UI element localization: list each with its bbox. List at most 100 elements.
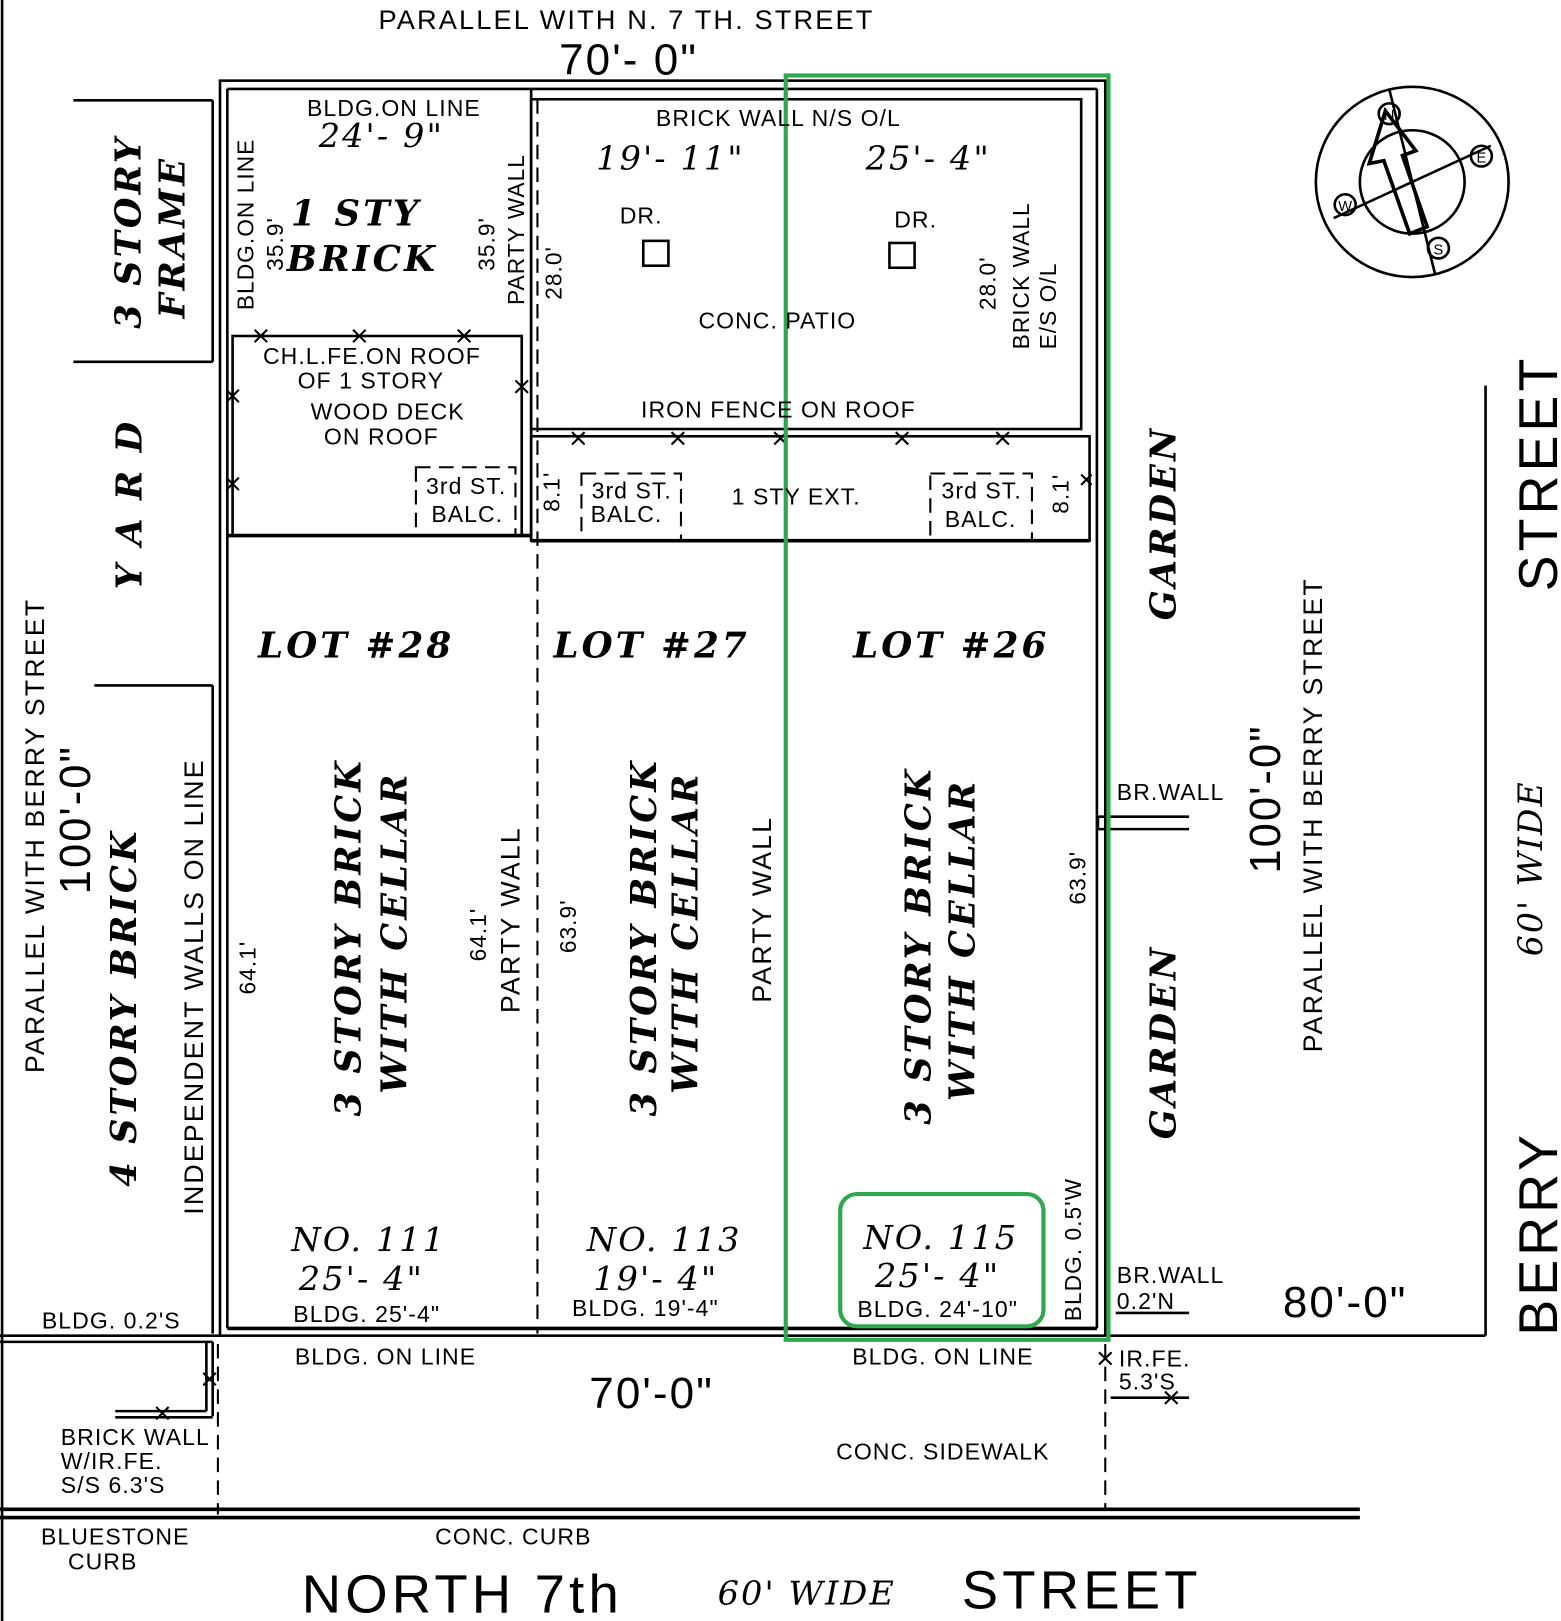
house-number: NO. 113 <box>586 1220 742 1259</box>
frame-label: FRAME <box>152 156 193 320</box>
iron-fence: IRON FENCE ON ROOF <box>641 397 916 423</box>
dim-28-right: 28.0' <box>974 256 1000 310</box>
br-wall-lower: BR.WALL <box>1117 1262 1225 1288</box>
depth-left: 100'-0" <box>51 745 100 894</box>
bldg-width: BLDG. 24'-10" <box>857 1296 1018 1322</box>
drain-icon <box>888 241 916 270</box>
frontage: 25'- 4" <box>298 1259 424 1298</box>
parallel-berry-right: PARALLEL WITH BERRY STREET <box>1298 577 1328 1052</box>
balc-28-top: 3rd ST. <box>426 473 506 499</box>
bldg-0-2s: BLDG. 0.2'S <box>42 1308 181 1334</box>
br-wall-0-2n: 0.2'N <box>1117 1288 1175 1314</box>
bluestone-curb-2: CURB <box>68 1548 137 1574</box>
depth-right: 63.9' <box>1064 851 1090 905</box>
bldg-on-line-rear: BLDG.ON LINE <box>307 95 481 121</box>
party-wall: PARTY WALL <box>495 826 525 1013</box>
brick-label: BRICK <box>286 239 438 280</box>
compass-e: E <box>1476 150 1486 166</box>
br-wall-upper: BR.WALL <box>1117 779 1225 805</box>
depth-left: 64.1' <box>234 941 260 995</box>
lot-desc-1: 3 STORY BRICK <box>898 766 939 1124</box>
independent-walls: INDEPENDENT WALLS ON LINE <box>179 758 209 1214</box>
compass-w: W <box>1338 199 1352 215</box>
dim-35-9-left: 35.9' <box>262 217 288 271</box>
wood-deck-2: ON ROOF <box>324 424 439 450</box>
depth-left: 63.9' <box>555 899 581 953</box>
street-north-7th: NORTH 7th <box>302 1565 623 1621</box>
compass-n: N <box>1384 108 1395 124</box>
brick-wall-ns: BRICK WALL N/S O/L <box>656 105 901 131</box>
drain-icon <box>641 239 670 267</box>
lot27-rear-dim: 19'- 11" <box>596 139 745 178</box>
bldg-width: BLDG. 19'-4" <box>572 1295 719 1321</box>
dim-28-left: 28.0' <box>540 246 566 300</box>
drain-label-right: DR. <box>894 207 937 233</box>
one-sty-ext: 1 STY EXT. <box>732 484 861 510</box>
no-115-highlight <box>838 1191 1046 1329</box>
bluestone-curb-1: BLUESTONE <box>41 1524 189 1550</box>
lot-27: LOT #27 3 STORY BRICK WITH CELLAR 63.9' … <box>552 626 777 1321</box>
wood-deck-1: WOOD DECK <box>311 399 465 425</box>
ch-fence-1: CH.L.FE.ON ROOF <box>263 343 481 369</box>
lot28-rear-dim: 24'- 9" <box>318 116 444 155</box>
lot-desc-2: WITH CELLAR <box>374 772 415 1094</box>
house-number: NO. 111 <box>290 1220 446 1259</box>
lot-desc-2: WITH CELLAR <box>942 779 983 1101</box>
drain-label-left: DR. <box>620 202 663 228</box>
brick-wall-es: BRICK WALL <box>1008 202 1034 349</box>
lot-number: LOT #28 <box>257 626 454 667</box>
balc-26-bottom: BALC. <box>945 506 1017 532</box>
lot-desc-1: 3 STORY BRICK <box>624 758 665 1116</box>
brick-wall-front-3: S/S 6.3'S <box>61 1472 166 1498</box>
lot-number: LOT #27 <box>552 626 749 667</box>
berry-wide-label: 60' WIDE <box>1511 780 1550 956</box>
garden-lower: GARDEN <box>1143 945 1184 1139</box>
dim-35-9-right: 35.9' <box>473 217 499 271</box>
one-sty-label: 1 STY <box>291 194 422 235</box>
depth-right: 100'-0" <box>1241 724 1290 873</box>
house-number: NO. 115 <box>862 1218 1018 1257</box>
top-parallel-label: PARALLEL WITH N. 7 TH. STREET <box>379 5 875 35</box>
lot-number: LOT #26 <box>852 626 1049 667</box>
side-width: 80'-0" <box>1283 1278 1408 1327</box>
yard-label: Y A R D <box>109 419 150 589</box>
brick-wall-front-2: W/IR.FE. <box>61 1448 163 1474</box>
frontage: 19'- 4" <box>593 1259 718 1298</box>
party-wall: PARTY WALL <box>747 816 777 1003</box>
lot-desc-2: WITH CELLAR <box>666 772 707 1094</box>
irfe-label: IR.FE. <box>1119 1346 1191 1372</box>
balc-27-top: 3rd ST. <box>592 477 672 503</box>
ch-fence-2: OF 1 STORY <box>298 368 445 394</box>
bldg-on-line-front-right: BLDG. ON LINE <box>852 1344 1033 1370</box>
bldg-on-line-side: BLDG.ON LINE <box>232 139 258 311</box>
compass-s: S <box>1434 242 1444 258</box>
three-story-label: 3 STORY <box>108 134 149 328</box>
conc-patio: CONC. PATIO <box>698 308 856 334</box>
bldg-width: BLDG. 25'-4" <box>293 1301 440 1327</box>
balc-26-top: 3rd ST. <box>942 477 1022 503</box>
bldg-side-offset: BLDG. 0.5'W <box>1060 1178 1086 1321</box>
lot26-rear-dim: 25'- 4" <box>865 139 991 178</box>
garden-upper: GARDEN <box>1143 426 1184 620</box>
balc-27-bottom: BALC. <box>591 501 663 527</box>
top-width: 70'- 0" <box>559 36 698 85</box>
lot-28: LOT #28 3 STORY BRICK WITH CELLAR 64.1' … <box>234 626 525 1327</box>
brick-wall-front-1: BRICK WALL <box>61 1424 210 1450</box>
property-lines <box>0 0 1487 1621</box>
front-width: 70'-0" <box>589 1369 714 1418</box>
lot-desc-1: 3 STORY BRICK <box>328 758 369 1116</box>
berry-label: BERRY <box>1508 1131 1561 1336</box>
dim-8-1-right: 8.1' <box>1047 474 1073 514</box>
berry-street-label: STREET <box>1508 354 1561 591</box>
balc-28-bottom: BALC. <box>431 501 503 527</box>
street-street: STREET <box>962 1561 1202 1621</box>
party-wall-rear: PARTY WALL <box>503 154 529 305</box>
depth-right: 64.1' <box>465 908 491 962</box>
conc-curb: CONC. CURB <box>435 1524 591 1550</box>
lot-26: LOT #26 3 STORY BRICK WITH CELLAR 63.9' … <box>852 626 1090 1322</box>
lot-26-highlight <box>783 73 1111 1342</box>
es-ol: E/S O/L <box>1035 263 1061 350</box>
bldg-on-line-front-left: BLDG. ON LINE <box>295 1344 476 1370</box>
